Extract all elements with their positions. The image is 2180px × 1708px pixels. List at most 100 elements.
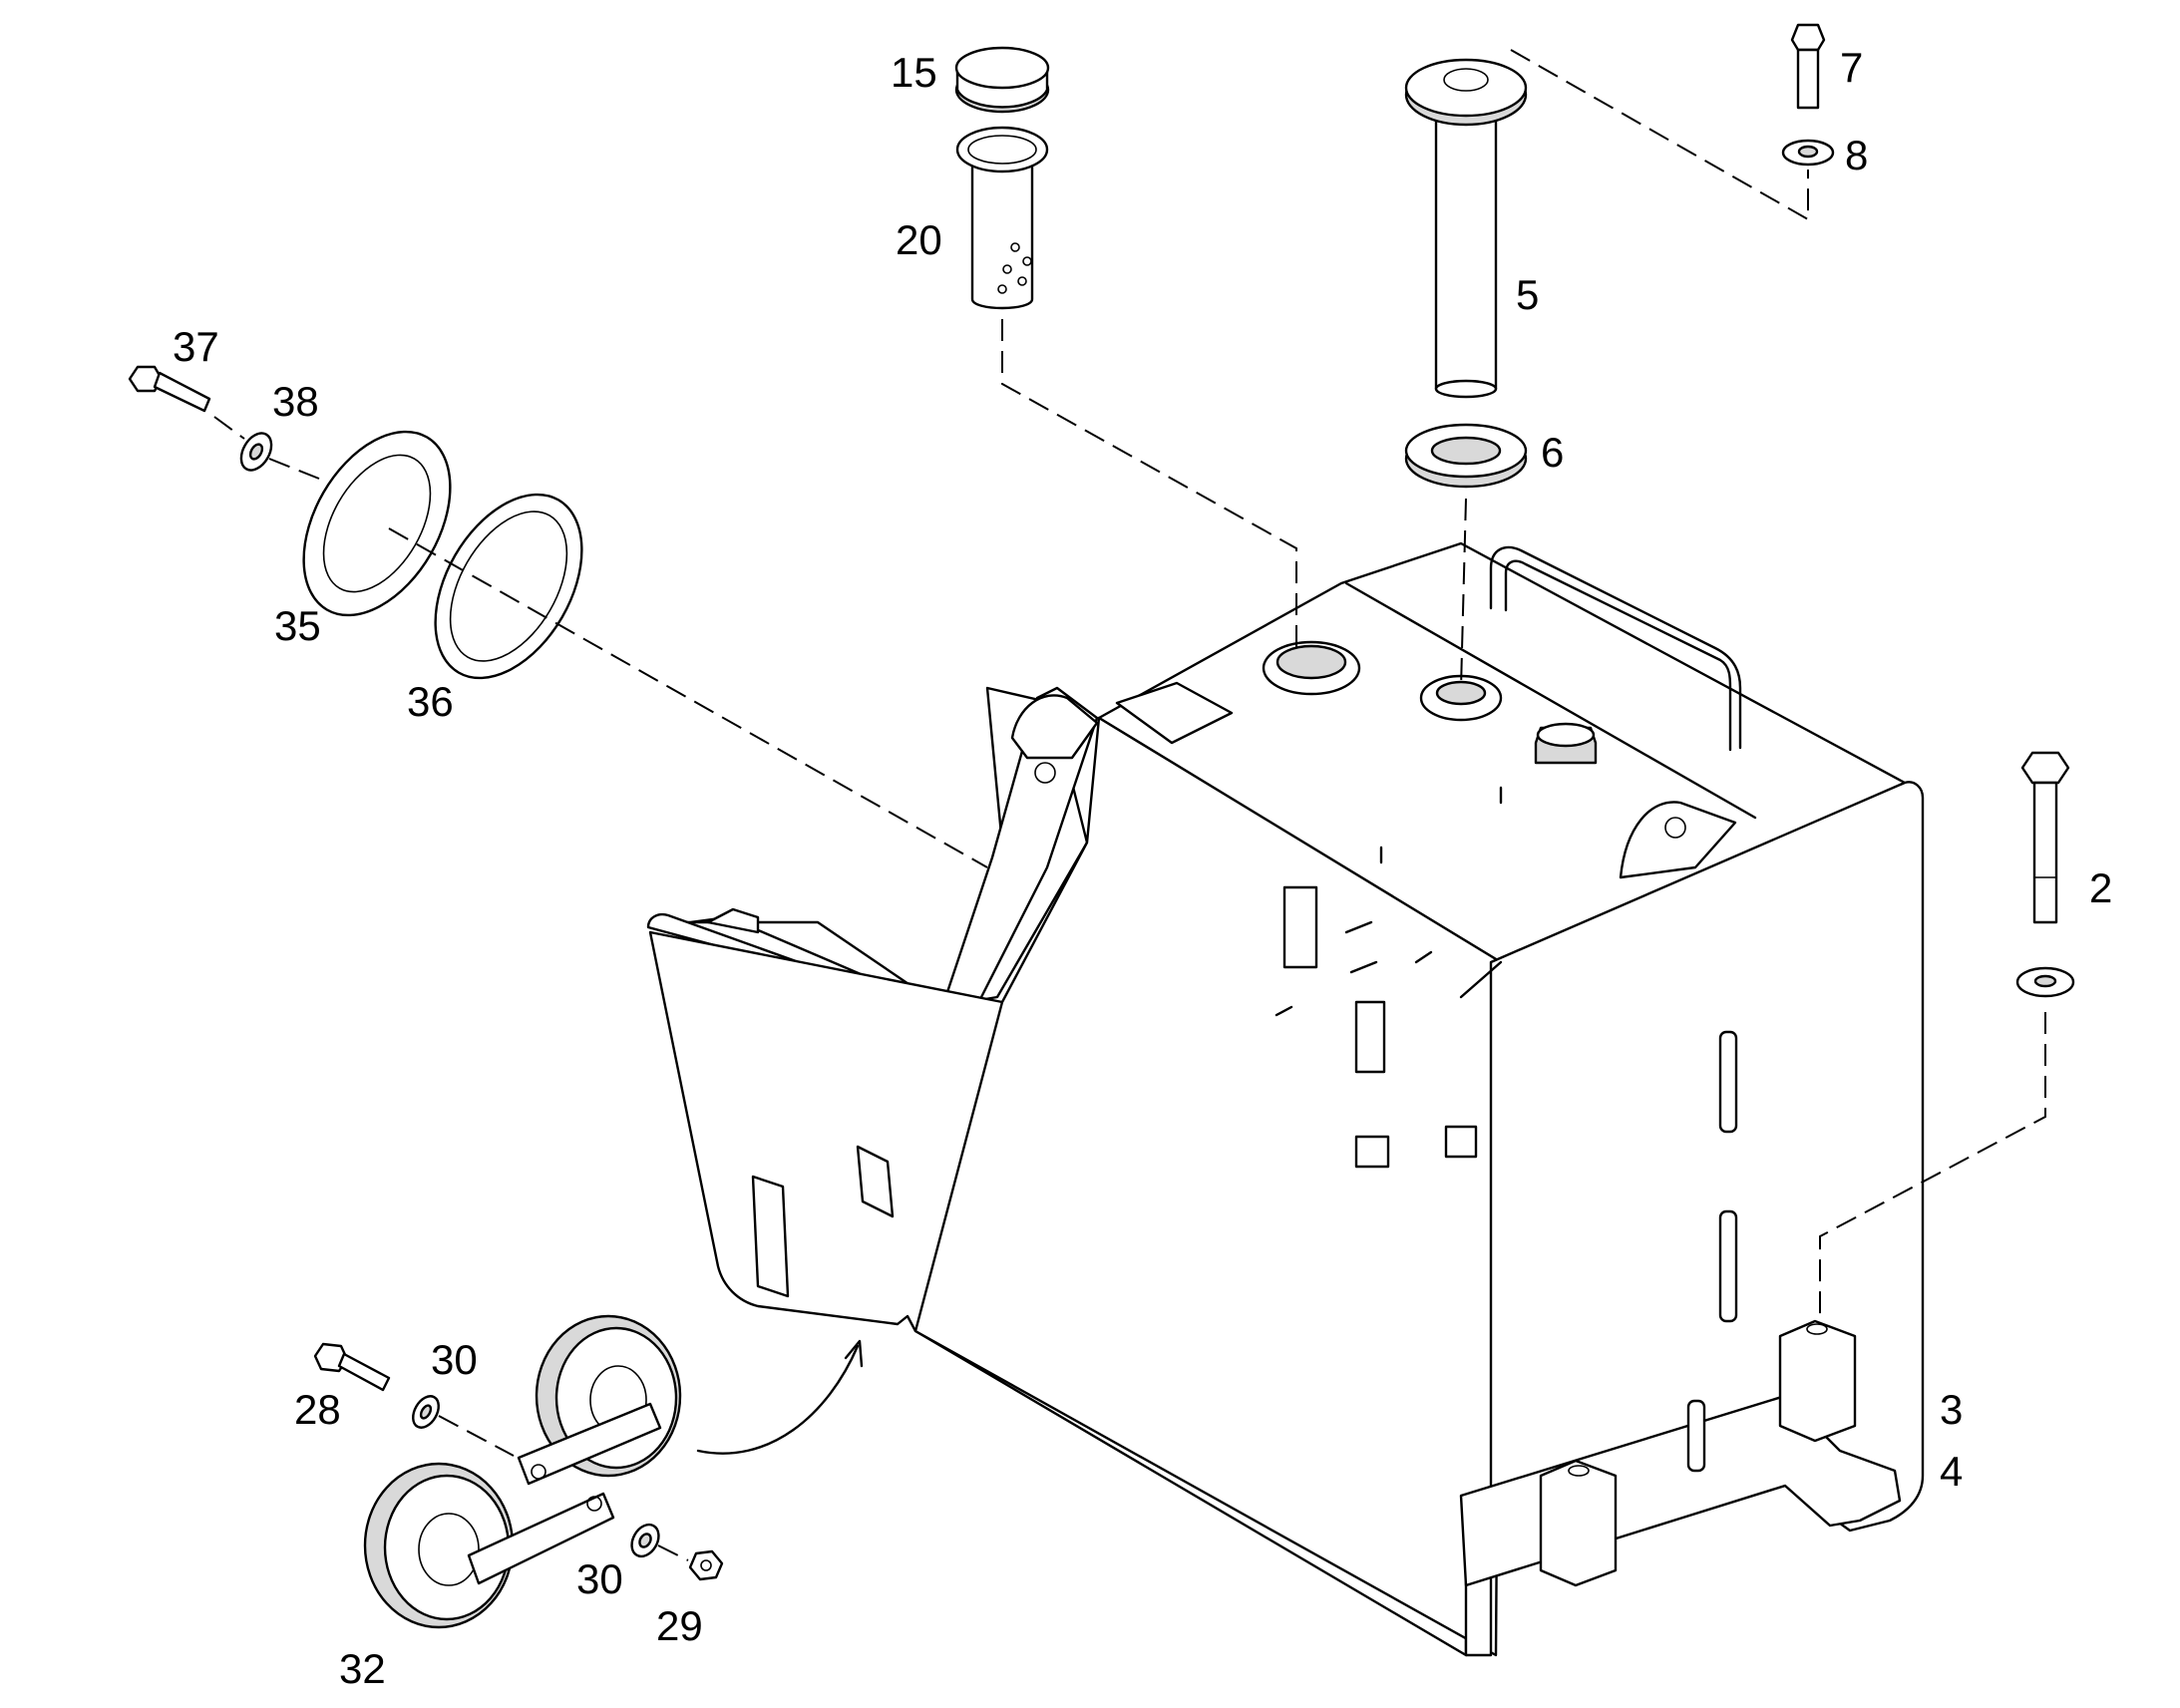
callout-28: 28 [294, 1386, 341, 1433]
arm-upper-hole [531, 1464, 546, 1480]
gasket-6-hole [1430, 436, 1502, 466]
strainer-hole [1010, 242, 1020, 252]
frame-window [751, 1175, 790, 1298]
callout-2: 2 [2089, 864, 2112, 911]
tank-frame-assembly [646, 541, 1925, 1657]
dash-nut-line [657, 1544, 689, 1561]
bolt-2-shank [2032, 781, 2058, 924]
front-block-2 [1354, 1000, 1386, 1074]
front-bolt-1 [1274, 1005, 1293, 1017]
pulley-assembly [313, 1314, 724, 1629]
tank-edge-line [1344, 581, 1757, 820]
callout-35: 35 [274, 602, 321, 649]
slot-3 [1686, 1399, 1706, 1473]
sender-screw-assembly [1781, 23, 1835, 167]
slot-1 [1718, 1030, 1738, 1134]
dash-screw-to-flange [1510, 49, 1809, 221]
callout-29: 29 [656, 1602, 703, 1649]
nut-29 [688, 1549, 724, 1581]
assembly-arrow-head [844, 1339, 864, 1368]
callout-20: 20 [896, 216, 942, 263]
front-block-1 [1282, 885, 1318, 969]
arm-lower [467, 1492, 615, 1585]
frame-lip [706, 907, 760, 934]
pulley-lower-hub [418, 1513, 480, 1586]
sender-tube-5 [1434, 118, 1498, 391]
callout-labels: 15 20 5 6 7 8 37 38 35 36 2 3 4 28 30 30… [173, 44, 2112, 1692]
screw-7 [1790, 23, 1826, 52]
foot-block-rear [1778, 1319, 1857, 1443]
washer-30b-hole [638, 1533, 652, 1548]
bolt-37-shank [153, 371, 211, 413]
strainer-hole [1017, 276, 1027, 286]
front-bolt-2 [1414, 950, 1433, 964]
sender-flange-5-top [1404, 58, 1528, 118]
top-plug-cap [1536, 722, 1596, 748]
strainer-hole [997, 284, 1007, 294]
filler-cap-15-top [954, 46, 1050, 90]
mount-bolt-assembly [2015, 751, 2075, 998]
front-cube [1354, 1135, 1390, 1169]
bolt-2-head [2020, 751, 2070, 785]
screw-7-shank [1796, 48, 1820, 110]
arm-lower-hole [586, 1496, 602, 1512]
washer-30a-hole [419, 1404, 433, 1420]
callout-6: 6 [1541, 429, 1564, 476]
callout-3: 3 [1940, 1386, 1963, 1433]
level-sender-assembly [1404, 58, 1528, 489]
left-ear-bracket [1010, 694, 1099, 760]
foot-block-front [1539, 1459, 1618, 1587]
strainer-20-rim-inner [967, 135, 1037, 165]
callout-32: 32 [339, 1645, 386, 1692]
cover-plate-35 [302, 430, 452, 617]
filler-neck-inner [1275, 644, 1347, 680]
dash-plate-to-frame [388, 527, 988, 868]
dash-bolt2-to-foot [1819, 1012, 2046, 1316]
assembly-arrow [696, 1344, 860, 1455]
dash-washer-to-plate [268, 458, 320, 480]
callout-15: 15 [891, 49, 937, 96]
callout-38: 38 [272, 378, 319, 425]
sender-ring-inner [1435, 680, 1487, 706]
top-mount-pad [1115, 681, 1234, 745]
callout-37: 37 [173, 323, 219, 370]
callout-8: 8 [1845, 132, 1868, 178]
leader-lines [213, 49, 2046, 1561]
callout-7: 7 [1840, 44, 1863, 91]
frame-recess [856, 1145, 895, 1218]
filler-cap-assembly [954, 46, 1050, 310]
dash-bolt-to-washer [213, 416, 245, 440]
strainer-hole [1002, 264, 1012, 274]
callout-5: 5 [1516, 271, 1539, 318]
dash-bolt28-line [438, 1415, 515, 1457]
left-ear-hole [1034, 762, 1056, 784]
callout-30a: 30 [431, 1336, 478, 1383]
sender-tube-5-bottom [1434, 379, 1498, 399]
tank-handle-inner [1504, 559, 1732, 752]
callout-4: 4 [1940, 1448, 1963, 1495]
front-tab [1444, 1125, 1478, 1159]
frame-side-plate [646, 686, 1099, 1014]
bolt-28-shank [337, 1352, 391, 1392]
foot-block-rear-hole [1806, 1323, 1828, 1335]
callout-30b: 30 [576, 1555, 623, 1602]
front-stud-1 [1344, 920, 1373, 934]
gasket-36 [434, 493, 583, 680]
strainer-20-rim [955, 126, 1049, 173]
gasket-36-inner [449, 511, 568, 662]
washer-2-hole [2033, 974, 2057, 988]
dash-strainer-to-neck [1001, 319, 1297, 653]
tank-handle [1489, 545, 1742, 750]
callout-36: 36 [407, 678, 454, 725]
sender-flange-5-hub [1443, 68, 1489, 92]
foot-block-front-hole [1568, 1465, 1590, 1477]
slot-2 [1718, 1209, 1738, 1323]
right-ear-bracket [1619, 801, 1737, 879]
strainer-20 [970, 158, 1034, 310]
tank-edge-line-2 [1459, 960, 1503, 999]
right-ear-hole [1664, 817, 1686, 839]
strainer-hole [1022, 256, 1032, 266]
cover-flange-assembly [128, 365, 583, 680]
